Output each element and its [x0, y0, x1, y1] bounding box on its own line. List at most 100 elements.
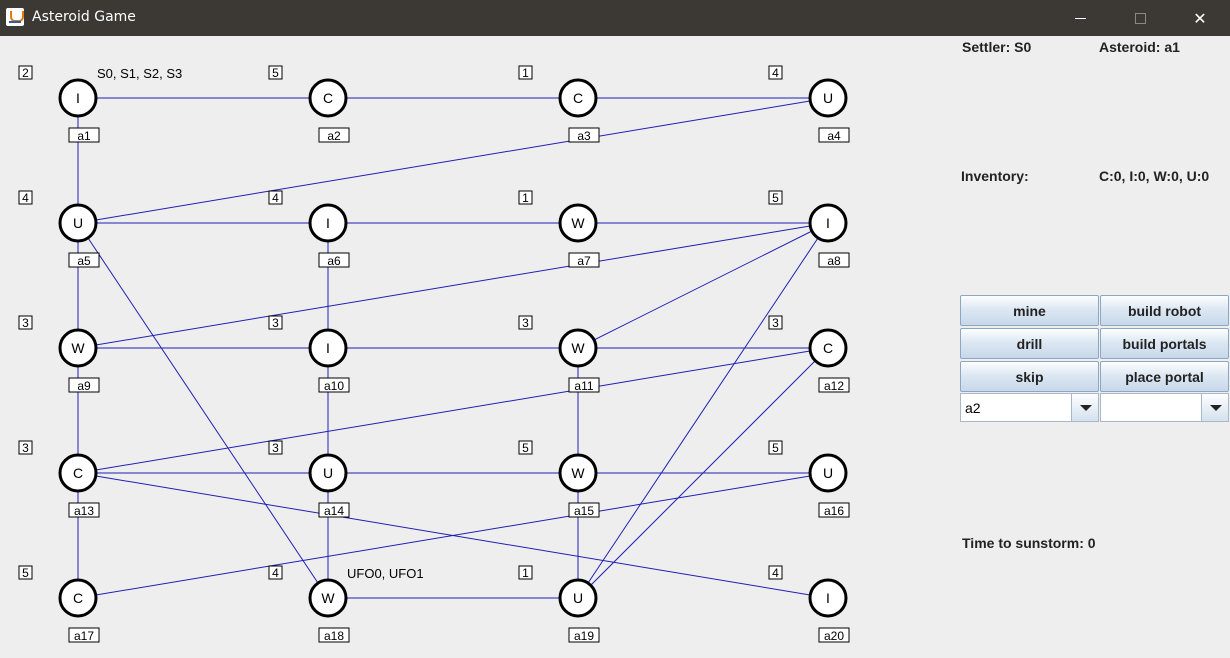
asteroid-circle[interactable]: [308, 578, 348, 618]
inventory-value: C:0, I:0, W:0, U:0: [1099, 168, 1210, 184]
asteroid-id-box: [568, 502, 600, 518]
asteroid-material: U: [73, 215, 83, 231]
asteroid-id-box: [68, 127, 100, 143]
asteroid-material: I: [826, 590, 830, 606]
asteroid-material: W: [571, 215, 585, 231]
asteroid-circle[interactable]: [808, 78, 848, 118]
layers-box: [18, 315, 33, 330]
layers-box: [518, 565, 533, 580]
asteroid-occupants: UFO0, UFO1: [347, 566, 424, 581]
layers-box: [268, 440, 283, 455]
layers-count: 3: [522, 316, 529, 330]
layers-count: 3: [22, 316, 29, 330]
layers-count: 4: [772, 66, 779, 80]
asteroid-id-box: [568, 377, 600, 393]
asteroid-material: I: [326, 215, 330, 231]
asteroid-id: a1: [77, 129, 91, 143]
asteroid-circle[interactable]: [58, 578, 98, 618]
asteroid-circle[interactable]: [308, 78, 348, 118]
asteroid-id-box: [818, 627, 850, 643]
maximize-icon[interactable]: [1110, 0, 1170, 36]
asteroid-id: a3: [577, 129, 591, 143]
layers-count: 4: [272, 566, 279, 580]
layers-count: 1: [522, 66, 529, 80]
asteroid-id-box: [818, 502, 850, 518]
asteroid-circle[interactable]: [308, 453, 348, 493]
asteroid-circle[interactable]: [808, 203, 848, 243]
destination-select[interactable]: a2: [960, 393, 1099, 422]
asteroid-id: a18: [324, 629, 344, 643]
asteroid-material: C: [73, 590, 83, 606]
asteroid-circle[interactable]: [808, 578, 848, 618]
build-portals-button[interactable]: build portals: [1100, 328, 1229, 359]
layers-box: [268, 190, 283, 205]
asteroid-circle[interactable]: [808, 453, 848, 493]
minimize-icon[interactable]: [1050, 0, 1110, 36]
asteroid-id: a4: [827, 129, 841, 143]
asteroid-circle[interactable]: [58, 78, 98, 118]
asteroid-a5[interactable]: U 4 a5: [18, 190, 100, 268]
asteroid-circle[interactable]: [558, 203, 598, 243]
asteroid-circle[interactable]: [58, 453, 98, 493]
drill-button[interactable]: drill: [960, 328, 1099, 359]
chevron-down-icon[interactable]: [1201, 394, 1228, 421]
asteroid-circle[interactable]: [308, 203, 348, 243]
asteroid-a3[interactable]: C 1 a3: [518, 65, 600, 143]
mine-button[interactable]: mine: [960, 295, 1099, 326]
place-portal-button[interactable]: place portal: [1100, 361, 1229, 392]
layers-box: [268, 565, 283, 580]
asteroid-label: Asteroid: a1: [1099, 39, 1180, 55]
asteroid-id: a5: [77, 254, 91, 268]
asteroid-id: a19: [574, 629, 594, 643]
layers-count: 4: [22, 191, 29, 205]
asteroid-circle[interactable]: [308, 328, 348, 368]
layers-count: 2: [22, 66, 29, 80]
asteroid-id-box: [68, 377, 100, 393]
layers-count: 3: [272, 316, 279, 330]
asteroid-circle[interactable]: [808, 328, 848, 368]
asteroid-circle[interactable]: [58, 328, 98, 368]
asteroid-id-box: [318, 627, 350, 643]
asteroid-material: C: [573, 90, 583, 106]
layers-box: [18, 190, 33, 205]
chevron-down-icon[interactable]: [1071, 394, 1098, 421]
asteroid-circle[interactable]: [558, 328, 598, 368]
asteroid-id: a16: [824, 504, 844, 518]
layers-count: 5: [272, 66, 279, 80]
layers-box: [518, 315, 533, 330]
neighbour-link: [577, 222, 829, 349]
build-robot-button[interactable]: build robot: [1100, 295, 1229, 326]
portal-select[interactable]: [1100, 393, 1229, 422]
asteroid-circle[interactable]: [558, 78, 598, 118]
asteroid-id: a6: [327, 254, 341, 268]
asteroid-id: a11: [574, 379, 593, 393]
skip-button[interactable]: skip: [960, 361, 1099, 392]
close-icon[interactable]: ✕: [1193, 8, 1207, 28]
asteroid-id-box: [318, 127, 350, 143]
neighbour-link: [577, 222, 829, 599]
layers-box: [18, 565, 33, 580]
layers-count: 1: [522, 566, 529, 580]
asteroid-circle[interactable]: [58, 203, 98, 243]
asteroid-circle[interactable]: [558, 578, 598, 618]
destination-select-value: a2: [965, 400, 981, 416]
asteroid-circle[interactable]: [558, 453, 598, 493]
